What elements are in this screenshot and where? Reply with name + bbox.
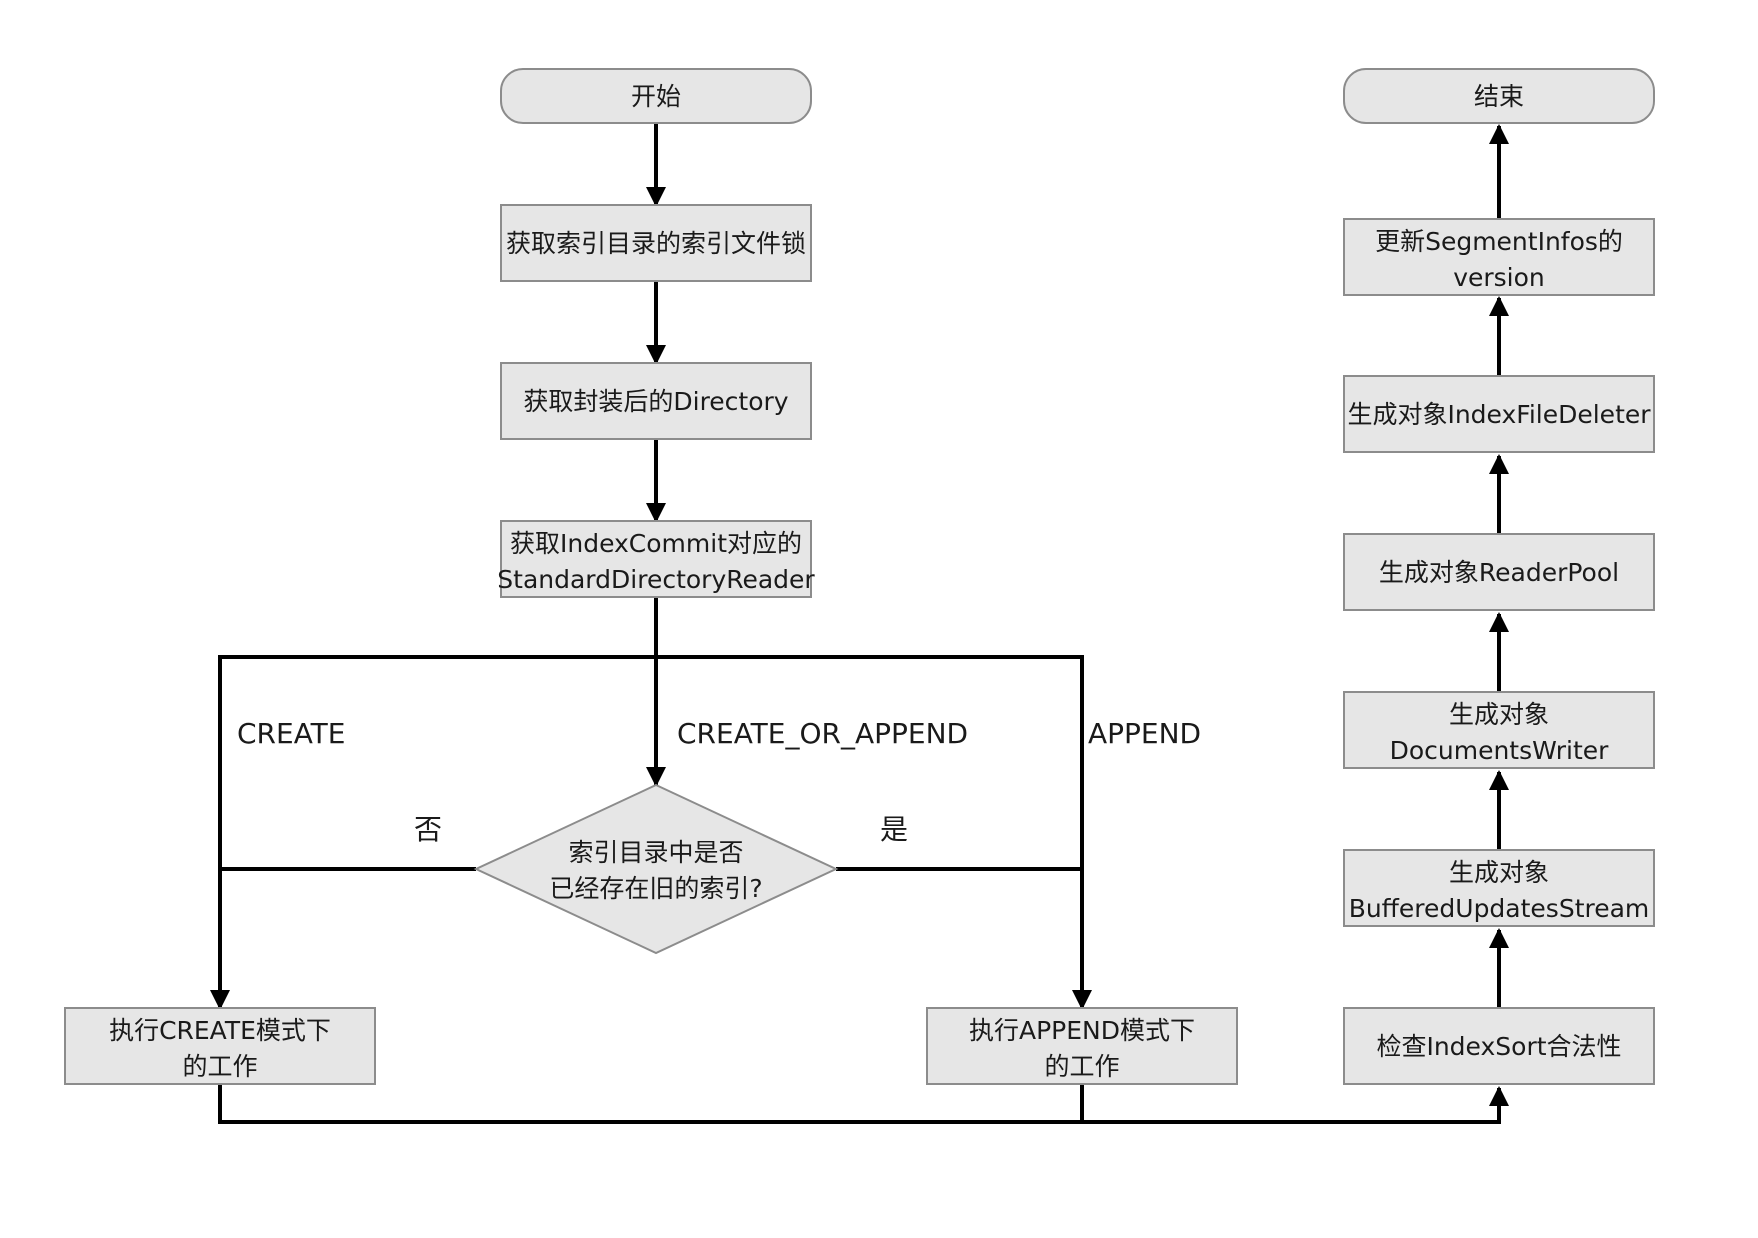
docs-writer-label-line2: DocumentsWriter [1390,736,1610,765]
create-work-label-line2: 的工作 [182,1052,257,1081]
lock-label: 获取索引目录的索引文件锁 [506,229,806,258]
directory-node [500,362,812,440]
no-edge-label: 否 [414,813,442,846]
edges [210,123,1509,1124]
check-sort-label: 检查IndexSort合法性 [1376,1032,1621,1061]
append-edge-label: APPEND [1088,717,1201,750]
decision-label-line1: 索引目录中是否 [568,838,743,867]
nodes [64,68,1655,1085]
segment-infos-label-line2: version [1453,263,1545,292]
buffered-label-line1: 生成对象 [1449,858,1549,887]
docs-writer-node [1343,691,1655,769]
reader-pool-node [1343,533,1655,611]
reader-node [500,520,812,598]
docs-writer-label-line1: 生成对象 [1449,700,1549,729]
node-labels: 开始 获取索引目录的索引文件锁 获取封装后的Directory 获取IndexC… [109,82,1651,1081]
create-edge-label: CREATE [237,717,345,750]
deleter-node [1343,375,1655,453]
create-work-label-line1: 执行CREATE模式下 [109,1016,331,1045]
reader-label-line1: 获取IndexCommit对应的 [510,529,802,558]
reader-label-line2: StandardDirectoryReader [497,565,815,594]
create-work-node [64,1007,376,1085]
append-work-label-line2: 的工作 [1044,1052,1119,1081]
append-work-label-line1: 执行APPEND模式下 [969,1016,1195,1045]
reader-pool-label: 生成对象ReaderPool [1379,558,1619,587]
buffered-node [1343,849,1655,927]
end-node [1343,68,1655,124]
check-sort-node [1343,1007,1655,1085]
lock-node [500,204,812,282]
buffered-label-line2: BufferedUpdatesStream [1349,894,1650,923]
end-label: 结束 [1474,82,1524,111]
yes-edge-label: 是 [880,813,908,846]
edge-create-branch [210,655,656,1010]
segment-infos-node [1343,218,1655,296]
directory-label: 获取封装后的Directory [523,387,788,416]
decision-label-line2: 已经存在旧的索引? [549,874,762,903]
deleter-label: 生成对象IndexFileDeleter [1347,400,1651,429]
append-work-node [926,1007,1238,1085]
edge-append-branch [656,655,1092,1010]
edge-labels: CREATE CREATE_OR_APPEND APPEND 否 是 [237,717,1201,846]
decision-node [473,783,839,955]
edge-create-work-to-check [218,1085,1509,1124]
start-node [500,68,812,124]
segment-infos-label-line1: 更新SegmentInfos的 [1375,227,1623,256]
create-or-append-edge-label: CREATE_OR_APPEND [677,717,968,750]
start-label: 开始 [631,82,681,111]
